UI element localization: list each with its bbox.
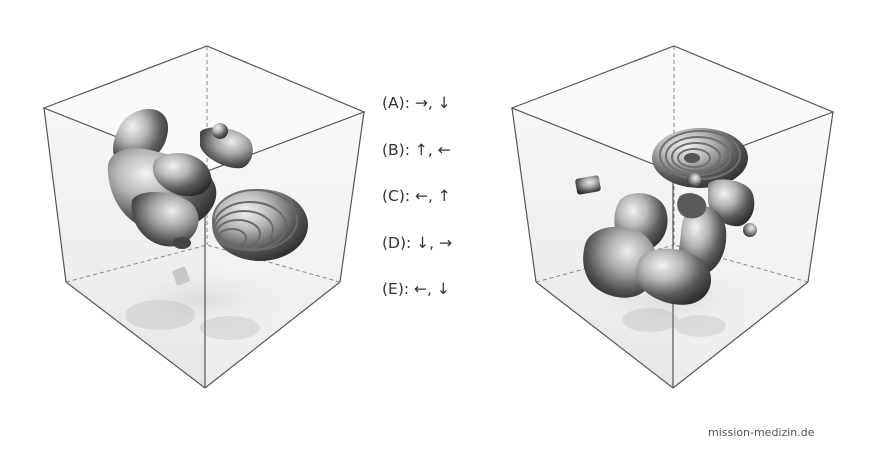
option-b[interactable]: (B): ↑, ← [382, 140, 451, 159]
left-cube-top-face [44, 46, 364, 172]
option-d[interactable]: (D): ↓, → [382, 233, 453, 252]
right-cube-3d-object [575, 128, 757, 337]
right-cube-frame [510, 45, 835, 389]
left-cube-floor-shadow [90, 260, 310, 340]
left-cube-3d-object [107, 108, 308, 340]
answer-options: (A): →, ↓ (B): ↑, ← (C): ←, ↑ (D): ↓, → … [382, 92, 502, 325]
watermark: mission-medizin.de [708, 426, 815, 439]
option-c[interactable]: (C): ←, ↑ [382, 187, 451, 205]
option-e[interactable]: (E): ←, ↓ [382, 280, 450, 298]
option-a[interactable]: (A): →, ↓ [382, 94, 451, 112]
